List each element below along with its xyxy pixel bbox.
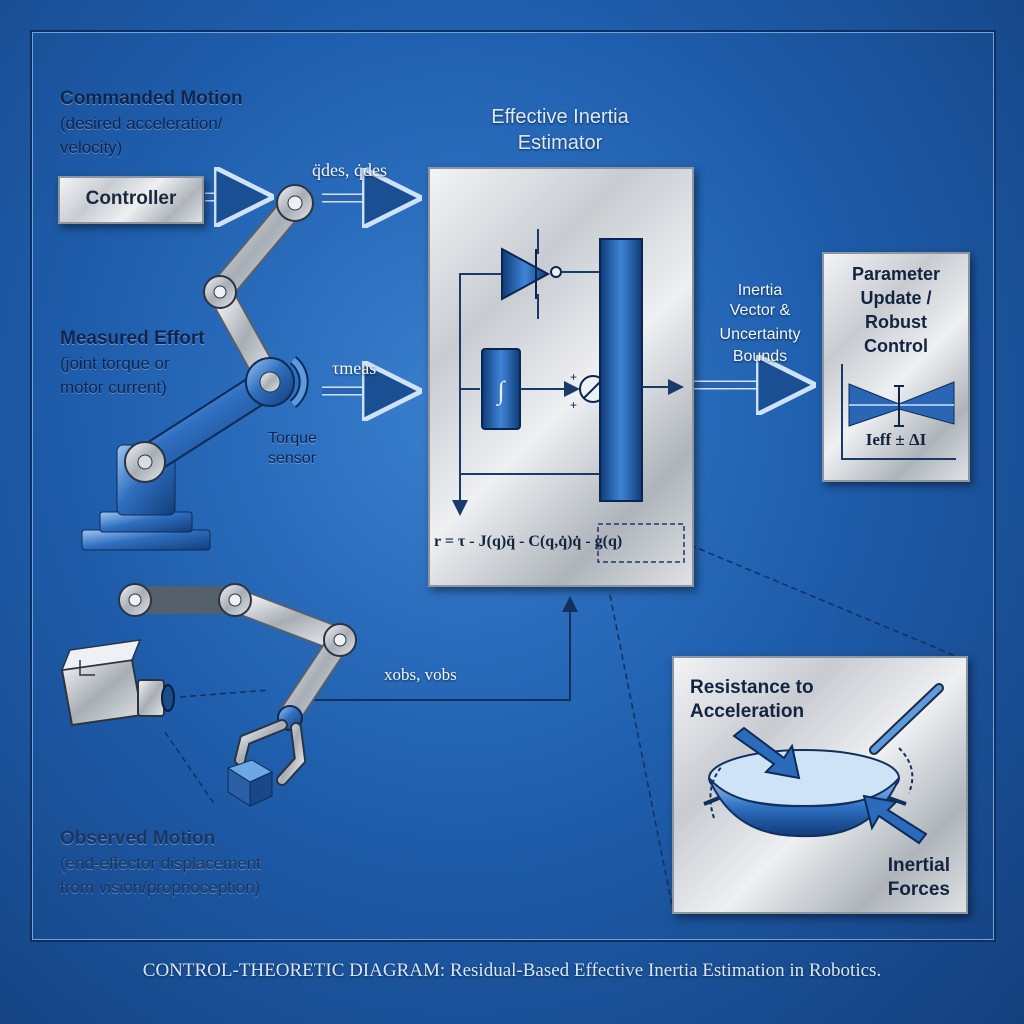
estimator-title-line1: Effective Inertia [430, 106, 690, 129]
inertia-output-line2: Vector & [700, 302, 820, 320]
inertia-output-line3: Uncertainty [700, 326, 820, 344]
dashed-callout-right [690, 545, 965, 660]
camera-sightline [180, 690, 270, 697]
observed-motion-sub1: (end-effector displacement [60, 854, 261, 874]
camera-icon [62, 640, 174, 725]
inertial-force-arrow-icon [864, 796, 926, 843]
estimator-panel: ∫ + + r = τ - J(q)q̈ - C(q,q̇)q̇ - g(q) [428, 167, 694, 587]
estimator-title-line2: Estimator [430, 132, 690, 155]
residual-bar [600, 239, 642, 501]
estimator-block-diagram: ∫ + + [430, 169, 692, 585]
uncertainty-formula: Ieff ± ΔI [824, 430, 968, 450]
measured-effort-sub1: (joint torque or [60, 354, 170, 374]
residual-equation: r = τ - J(q)q̈ - C(q,q̇)q̇ - g(q) [430, 533, 696, 551]
svg-text:+: + [570, 370, 577, 384]
torque-sensor-line2: sensor [268, 450, 316, 468]
qdes-signal-label: q̈des, q̇des [312, 160, 387, 181]
resistance-panel: Resistance to Acceleration Inertial Forc… [672, 656, 968, 914]
commanded-motion-title: Commanded Motion [60, 88, 243, 110]
commanded-motion-sub1: (desired acceleration/ [60, 114, 223, 134]
svg-text:+: + [570, 398, 577, 412]
wok-icon [704, 688, 939, 836]
controller-label: Controller [60, 188, 202, 210]
cube-object-icon [228, 760, 272, 806]
diagram-caption: CONTROL-THEORETIC DIAGRAM: Residual-Base… [0, 960, 1024, 982]
tau-signal-label: τmeas [332, 358, 376, 379]
amplifier-icon [502, 249, 548, 299]
torque-sensor-line1: Torque [268, 430, 317, 448]
controller-box: Controller [58, 176, 204, 224]
observed-motion-title: Observed Motion [60, 828, 215, 850]
inertia-output-line1: Inertia [700, 282, 820, 300]
inertial-forces-line2: Forces [888, 878, 950, 902]
xobs-signal-label: xobs, vobs [384, 665, 457, 685]
measured-effort-title: Measured Effort [60, 328, 205, 350]
dashed-callout-left [610, 595, 672, 905]
measured-effort-sub2: motor current) [60, 378, 167, 398]
commanded-motion-sub2: velocity) [60, 138, 122, 158]
parameter-update-panel: Parameter Update / Robust Control Ieff ±… [822, 252, 970, 482]
inertial-forces-line1: Inertial [888, 854, 950, 878]
observed-motion-sub2: from vision/proprioception) [60, 878, 260, 898]
inertia-output-line4: Bounds [700, 348, 820, 366]
